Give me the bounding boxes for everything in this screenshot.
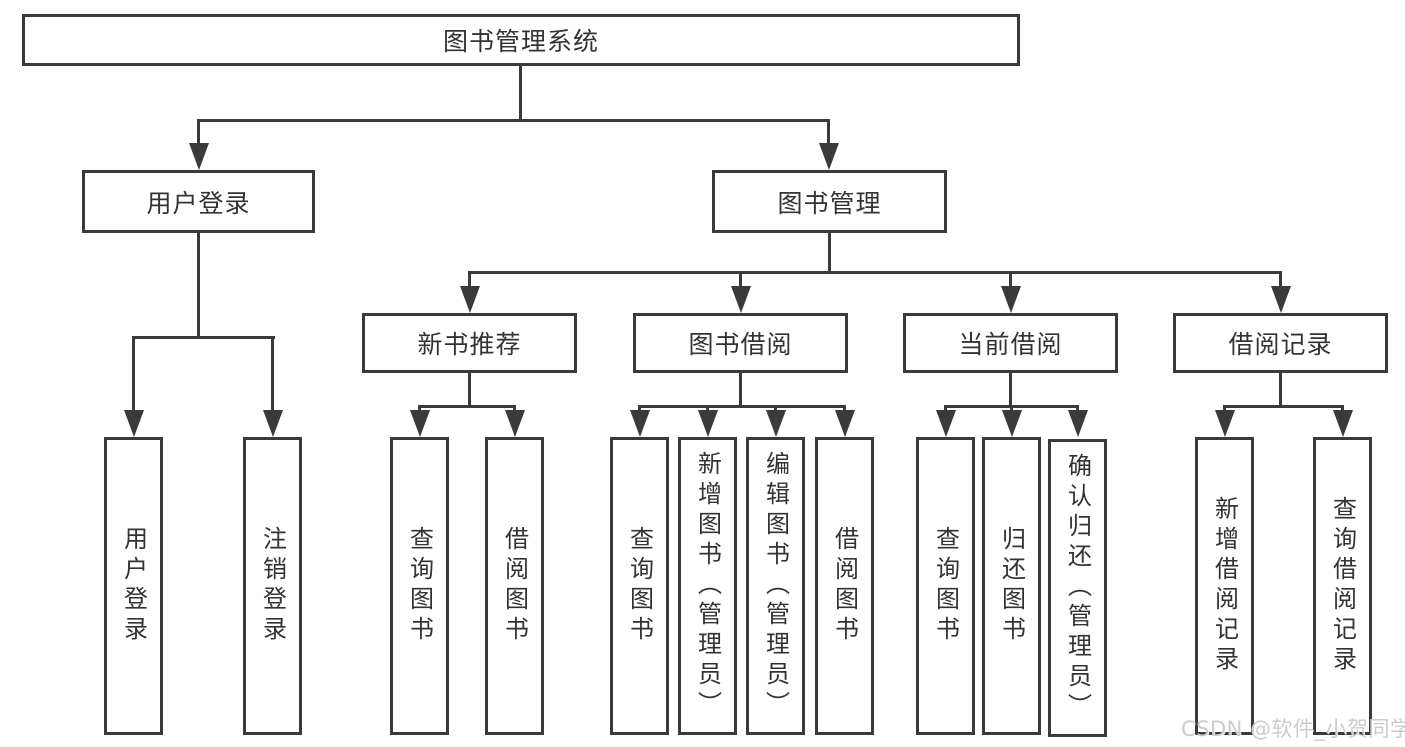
arrowhead-down-icon xyxy=(460,286,480,313)
leaf-borrow-books-label: 借阅图书 xyxy=(500,526,529,646)
node-user-login: 用户登录 xyxy=(82,170,315,233)
leaf-query-books: 查询图书 xyxy=(916,437,975,735)
arrowhead-down-icon xyxy=(731,286,751,313)
connector-drop-leaf xyxy=(1341,405,1344,413)
leaf-confirm-return-admin: 确认归还（管理员） xyxy=(1048,439,1107,737)
leaf-add-book-admin: 新增图书（管理员） xyxy=(678,437,737,735)
connector-root-stem xyxy=(519,66,522,121)
connector-drop-leaf xyxy=(132,336,135,411)
arrowhead-down-icon xyxy=(819,143,839,170)
node-borrowing-records: 借阅记录 xyxy=(1173,313,1388,373)
arrowhead-down-icon xyxy=(263,410,283,437)
connector-drop-records xyxy=(1279,271,1282,289)
connector-drop-book-management xyxy=(827,119,830,147)
arrowhead-down-icon xyxy=(1215,410,1235,437)
arrowhead-down-icon xyxy=(766,410,786,437)
leaf-add-book-admin-label: 新增图书（管理员） xyxy=(693,451,722,721)
arrowhead-down-icon xyxy=(1001,286,1021,313)
leaf-user-login: 用户登录 xyxy=(104,437,163,735)
connector-new-book-stem xyxy=(468,373,471,407)
leaf-query-books: 查询图书 xyxy=(390,437,449,735)
leaf-confirm-return-admin-label: 确认归还（管理员） xyxy=(1063,453,1092,723)
leaf-return-books: 归还图书 xyxy=(982,437,1041,735)
leaf-logout-label: 注销登录 xyxy=(258,526,287,646)
leaf-edit-book-admin-label: 编辑图书（管理员） xyxy=(761,451,790,721)
leaf-query-books-label: 查询图书 xyxy=(931,526,960,646)
node-book-borrowing: 图书借阅 xyxy=(633,313,848,373)
connector-drop-leaf xyxy=(1076,405,1079,413)
connector-user-login-crossbar xyxy=(132,336,275,339)
leaf-borrow-books: 借阅图书 xyxy=(815,437,874,735)
arrowhead-down-icon xyxy=(124,410,144,437)
arrowhead-down-icon xyxy=(1271,286,1291,313)
connector-drop-leaf xyxy=(418,405,421,413)
arrowhead-down-icon xyxy=(189,143,209,170)
leaf-add-borrow-record: 新增借阅记录 xyxy=(1195,437,1254,735)
node-borrowing-records-label: 借阅记录 xyxy=(1228,330,1333,359)
leaf-query-borrow-record: 查询借阅记录 xyxy=(1313,437,1372,735)
arrowhead-down-icon xyxy=(835,410,855,437)
connector-drop-user-login xyxy=(197,119,200,147)
node-new-book-recommendation: 新书推荐 xyxy=(362,313,577,373)
node-book-management-label: 图书管理 xyxy=(777,188,882,218)
node-new-book-recommendation-label: 新书推荐 xyxy=(417,330,522,359)
arrowhead-down-icon xyxy=(630,410,650,437)
connector-drop-leaf xyxy=(1010,405,1013,413)
node-current-borrowing: 当前借阅 xyxy=(903,313,1118,373)
arrowhead-down-icon xyxy=(1333,410,1353,437)
node-current-borrowing-label: 当前借阅 xyxy=(958,330,1063,359)
node-book-borrowing-label: 图书借阅 xyxy=(688,330,793,359)
connector-drop-borrowing xyxy=(739,271,742,289)
csdn-watermark: CSDN @软件_小贺同学 xyxy=(1181,717,1405,741)
leaf-query-books-label: 查询图书 xyxy=(625,526,654,646)
leaf-query-books-label: 查询图书 xyxy=(405,526,434,646)
connector-drop-leaf xyxy=(271,336,274,411)
arrowhead-down-icon xyxy=(1068,410,1088,437)
node-book-management: 图书管理 xyxy=(712,170,947,233)
connector-drop-leaf xyxy=(513,405,516,413)
connector-drop-leaf xyxy=(944,405,947,413)
connector-drop-current xyxy=(1009,271,1012,289)
connector-current-stem xyxy=(1009,373,1012,407)
connector-book-management-crossbar xyxy=(468,271,1282,274)
connector-user-login-stem xyxy=(197,233,200,338)
leaf-borrow-books: 借阅图书 xyxy=(485,437,544,735)
leaf-logout: 注销登录 xyxy=(243,437,302,735)
connector-borrowing-crossbar xyxy=(638,405,846,408)
leaf-user-login-label: 用户登录 xyxy=(119,526,148,646)
connector-drop-leaf xyxy=(706,405,709,413)
connector-drop-leaf xyxy=(774,405,777,413)
leaf-query-borrow-record-label: 查询借阅记录 xyxy=(1328,496,1357,676)
connector-drop-leaf xyxy=(638,405,641,413)
arrowhead-down-icon xyxy=(1002,410,1022,437)
leaf-borrow-books-label: 借阅图书 xyxy=(830,526,859,646)
arrowhead-down-icon xyxy=(936,410,956,437)
arrowhead-down-icon xyxy=(505,410,525,437)
leaf-query-books: 查询图书 xyxy=(610,437,669,735)
connector-root-crossbar xyxy=(197,119,830,122)
node-library-system-label: 图书管理系统 xyxy=(442,27,599,56)
connector-drop-new-book xyxy=(468,271,471,289)
arrowhead-down-icon xyxy=(698,410,718,437)
node-library-system: 图书管理系统 xyxy=(22,14,1020,66)
leaf-edit-book-admin: 编辑图书（管理员） xyxy=(746,437,805,735)
connector-records-crossbar xyxy=(1223,405,1344,408)
node-user-login-label: 用户登录 xyxy=(146,188,251,218)
connector-drop-leaf xyxy=(843,405,846,413)
leaf-add-borrow-record-label: 新增借阅记录 xyxy=(1210,496,1239,676)
connector-borrowing-stem xyxy=(739,373,742,407)
leaf-return-books-label: 归还图书 xyxy=(997,526,1026,646)
connector-records-stem xyxy=(1279,373,1282,407)
arrowhead-down-icon xyxy=(410,410,430,437)
connector-drop-leaf xyxy=(1223,405,1226,413)
connector-book-management-stem xyxy=(828,233,831,273)
connector-new-book-crossbar xyxy=(418,405,516,408)
